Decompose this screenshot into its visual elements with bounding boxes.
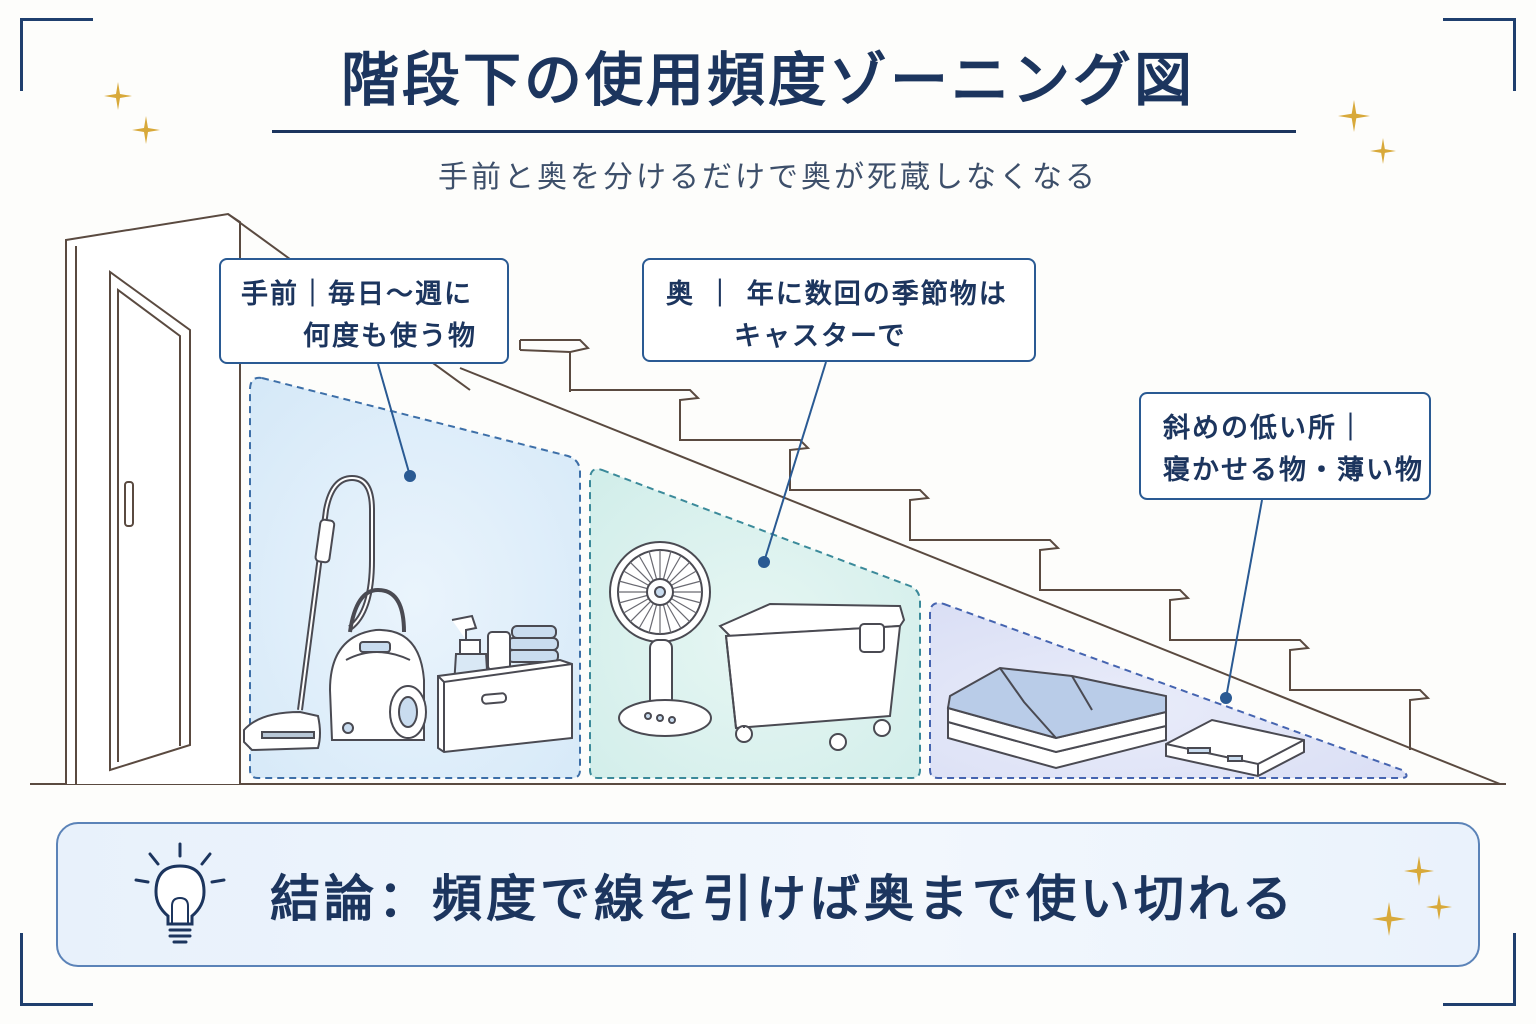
fan-spoke xyxy=(623,597,650,614)
page-title: 階段下の使用頻度ゾーニング図 xyxy=(340,46,1195,114)
vacuum-icon xyxy=(243,474,427,752)
frame-corner-bottom-left xyxy=(20,933,93,1006)
fan-spoke xyxy=(665,555,682,582)
fan-spoke xyxy=(668,600,691,623)
callout-front-zone: 手前｜毎日〜週に 何度も使う物 xyxy=(219,258,509,364)
fan-spoke xyxy=(662,551,672,580)
fan-spoke xyxy=(638,602,655,629)
sparkle-icon xyxy=(1372,902,1406,936)
fan-icon xyxy=(609,541,712,737)
callout-back-line2: キャスターで xyxy=(734,321,907,352)
sparkle-icon xyxy=(1370,138,1396,164)
fan-spoke xyxy=(619,580,648,590)
callout-slope-line1: 斜めの低い所｜ xyxy=(1163,413,1366,444)
sparkle-icon xyxy=(104,82,132,110)
fan-spoke xyxy=(670,570,697,587)
sparkle-icon xyxy=(132,116,160,144)
fan-spoke xyxy=(648,551,658,580)
fan-spoke xyxy=(638,555,655,582)
lightbulb-icon xyxy=(134,842,226,944)
storage-box-icon xyxy=(437,658,573,754)
caster-bin-icon xyxy=(718,602,906,751)
callout-front-line1: 手前｜毎日〜週に xyxy=(241,279,473,310)
door-handle xyxy=(124,481,134,527)
fan-spoke xyxy=(662,604,672,633)
callout-slope-line2: 寝かせる物・薄い物 xyxy=(1163,455,1424,486)
sparkle-icon xyxy=(1404,856,1434,886)
door xyxy=(109,270,191,772)
frame-corner-bottom-right xyxy=(1443,933,1516,1006)
callout-leaders xyxy=(377,361,1263,704)
fan-spoke xyxy=(619,594,648,604)
fan-spoke xyxy=(665,602,682,629)
towels-icon xyxy=(487,625,559,671)
frame-corner-top-right xyxy=(1443,18,1516,91)
callout-back-line1: 奥 ｜ 年に数回の季節物は xyxy=(666,279,1008,310)
callout-back-zone: 奥 ｜ 年に数回の季節物は キャスターで xyxy=(642,258,1036,362)
fan-spoke xyxy=(648,604,658,633)
fan-spoke xyxy=(672,580,701,590)
folding-mattress-icon xyxy=(946,666,1167,770)
conclusion-text: 結論：頻度で線を引けば奥まで使い切れる xyxy=(270,870,1296,928)
sparkle-icon xyxy=(1338,100,1370,132)
conclusion-banner xyxy=(56,822,1480,967)
staircase xyxy=(459,339,1501,785)
callout-slope-zone: 斜めの低い所｜ 寝かせる物・薄い物 xyxy=(1139,392,1431,500)
title-underline xyxy=(272,130,1296,133)
callout-front-line2: 何度も使う物 xyxy=(303,321,477,352)
fan-spoke xyxy=(672,594,701,604)
frame-corner-top-left xyxy=(20,18,93,91)
fan-spoke xyxy=(629,600,652,623)
fan-spoke xyxy=(670,597,697,614)
page-subtitle: 手前と奥を分けるだけで奥が死蔵しなくなる xyxy=(438,160,1098,195)
fan-spoke xyxy=(623,570,650,587)
sparkle-icon xyxy=(1426,894,1452,920)
flat-case-icon xyxy=(1165,718,1305,778)
fan-spoke xyxy=(629,561,652,584)
fan-spoke xyxy=(668,561,691,584)
